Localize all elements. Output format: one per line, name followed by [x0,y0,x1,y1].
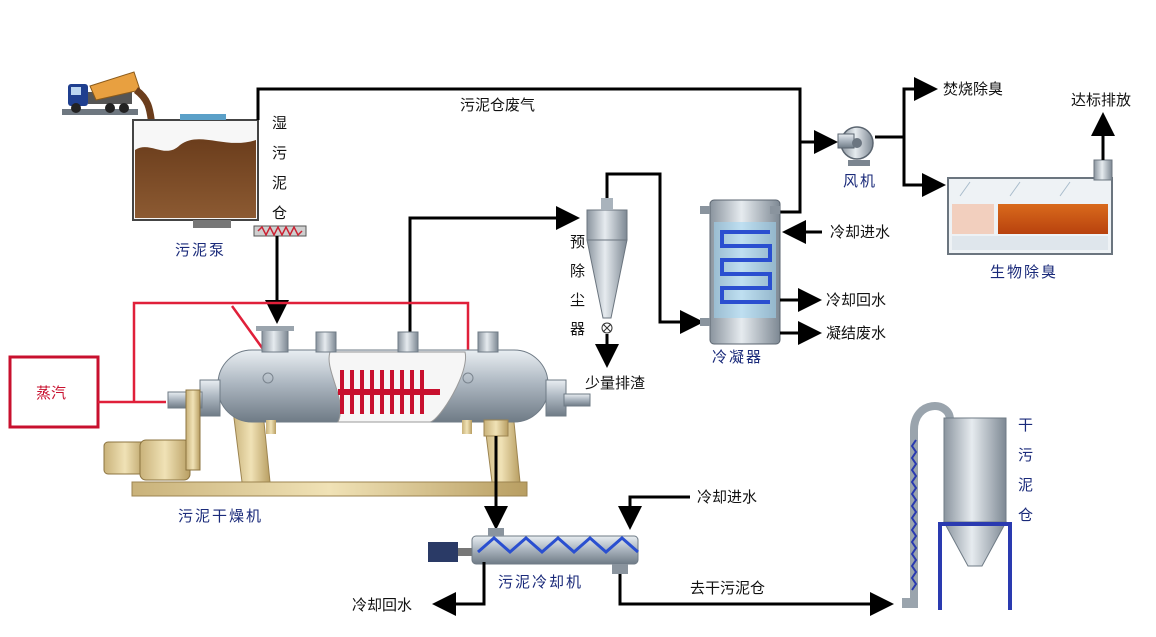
fan-unit [837,126,874,166]
dry-bin-label-1: 干 [1018,416,1035,434]
to-dry-bin-arrow [618,574,894,616]
condenser [700,199,781,345]
incinerate-label: 焚烧除臭 [943,80,1003,98]
sludge-dryer [131,326,591,497]
bio-deodorization-tank [947,159,1113,255]
to-bio-pipe [902,137,946,197]
cw-in-label-2: 冷却进水 [697,488,757,506]
cw-in-label-1: 冷却进水 [830,223,890,241]
condenser-label: 冷凝器 [712,348,763,366]
cooler-label: 污泥冷却机 [498,573,583,591]
cw-out-label-2: 冷却回水 [352,596,412,614]
condenser-gas-pipe [780,142,802,214]
cw-in-arrow-2 [618,495,690,530]
wet-bin-label-2: 污 [272,144,287,162]
precollector-label-1: 预 [570,233,585,251]
cw-out-arrow-2 [432,562,486,616]
wet-sludge-bin [132,114,259,228]
precollector-label-4: 器 [570,320,585,338]
bin-exhaust-pipe [256,87,838,154]
bio-deodor-label: 生物除臭 [990,263,1058,281]
wet-bin-label-1: 湿 [272,114,287,132]
sludge-pump-label: 污泥泵 [175,241,226,259]
slag-label: 少量排渣 [585,374,645,392]
dryer-motor [103,389,201,481]
to-dry-bin-label: 去干污泥仓 [690,579,765,597]
dry-bin-label-3: 泥 [1018,476,1035,494]
precollector-label-3: 尘 [570,291,585,309]
sludge-pump [253,225,307,237]
steam-box [8,355,100,429]
discharge-label: 达标排放 [1071,91,1131,109]
dump-truck [62,71,141,115]
bin-exhaust-label: 污泥仓废气 [460,96,535,114]
wet-bin-label-4: 仓 [272,204,287,222]
fan-label: 风机 [843,172,877,190]
steam-line-top [132,301,470,402]
dry-bin-label-4: 仓 [1018,506,1035,524]
pre-dust-collector [586,198,628,334]
dryer-gas-pipe [408,206,580,335]
dryer-label: 污泥干燥机 [178,507,263,525]
condensate-label: 凝结废水 [826,324,886,342]
sludge-cooler [428,528,639,574]
to-condenser-pipe [605,172,704,334]
to-incineration-pipe [875,77,938,139]
steam-label: 蒸汽 [36,384,66,402]
wet-bin-label-3: 泥 [272,174,287,192]
cw-out-label-1: 冷却回水 [826,291,886,309]
dry-bin-label-2: 污 [1018,446,1035,464]
dry-sludge-bin [902,402,1012,610]
precollector-label-2: 除 [570,262,585,280]
